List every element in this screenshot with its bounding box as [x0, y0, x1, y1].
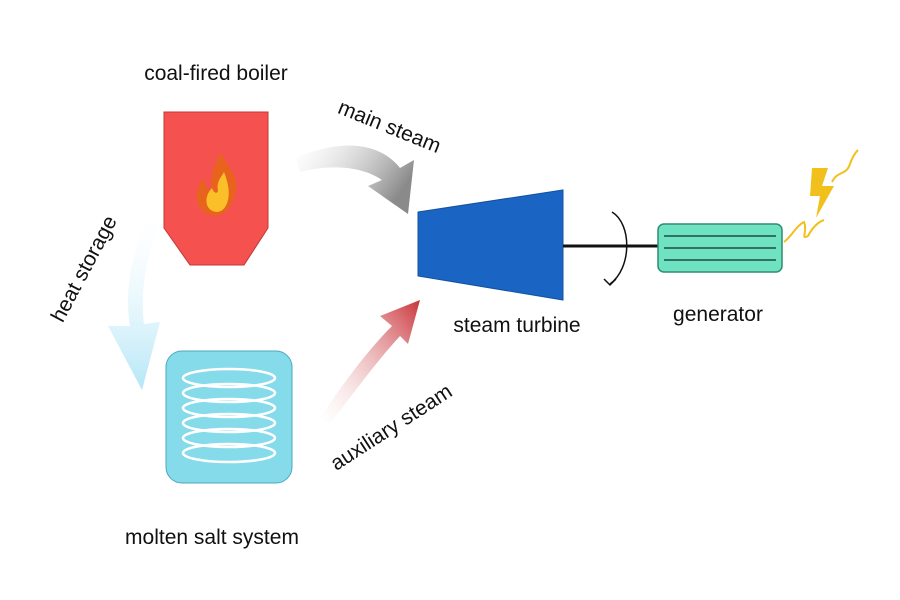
- turbine-label: steam turbine: [453, 314, 580, 337]
- heat-storage-label: heat storage: [47, 212, 122, 326]
- generator: [657, 223, 783, 273]
- boiler-label: coal-fired boiler: [144, 62, 288, 85]
- molten-salt-system: [165, 350, 293, 484]
- rotation-arrow-icon: [603, 211, 628, 287]
- steam-turbine: [417, 189, 564, 301]
- auxiliary-steam-arrow: [320, 300, 420, 424]
- flame-icon: [196, 152, 237, 216]
- turbine-body: [417, 189, 564, 301]
- coal-fired-boiler: [163, 111, 269, 266]
- generator-label: generator: [673, 303, 763, 326]
- coil-icon: [181, 367, 277, 464]
- molten-salt-label: molten salt system: [125, 526, 299, 549]
- lightning-icon: [783, 149, 859, 243]
- heat-storage-arrow: [108, 214, 160, 390]
- main-steam-arrow: [296, 145, 414, 214]
